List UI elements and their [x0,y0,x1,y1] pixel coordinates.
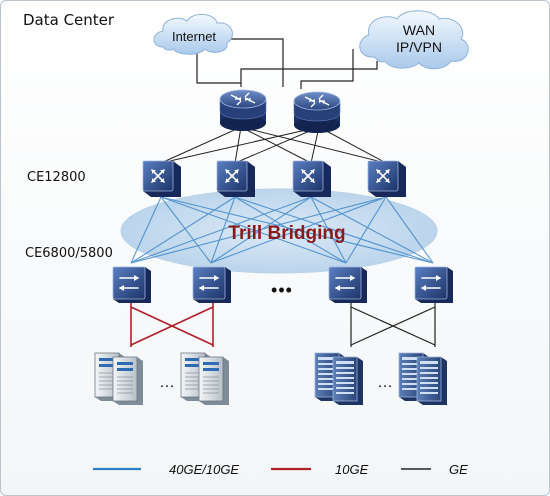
router-icon [219,89,267,132]
router-icon [293,91,341,134]
core-switch-4 [367,160,407,198]
core-switch-2 [216,160,256,198]
core-tier-label: CE12800 [27,170,86,185]
fabric-links [130,196,434,264]
legend-label-10ge: 10GE [335,462,369,477]
diagram-title: Data Center [23,11,115,29]
access-switch-1 [112,266,152,304]
switch-icon [142,160,182,198]
server-icon [332,356,364,406]
server-ellipsis-left: … [159,374,175,391]
wan-label-line1: WAN [403,22,435,38]
switch-icon [112,266,152,304]
trill-bridging-label: Trill Bridging [228,223,345,244]
server-ellipsis-right: … [377,374,393,391]
access-switch-ellipsis: ••• [271,280,293,300]
cloud-icon [359,10,469,70]
router-core-links [160,126,387,164]
legend-label-40ge: 40GE/10GE [169,462,239,477]
wan-label-line2: IP/VPN [396,39,442,55]
trill-bridging-area [120,188,438,274]
server-icon [416,356,448,406]
legend: 40GE/10GE 10GE GE [93,462,468,477]
legend-label-ge: GE [449,462,468,477]
core-switch-3 [292,160,332,198]
access-switch-2 [192,266,232,304]
server-group-right: … [314,352,448,406]
switch-icon [367,160,407,198]
access-tier-label: CE6800/5800 [25,246,113,261]
core-switch-1 [142,160,182,198]
router-2 [293,91,341,134]
switch-icon [414,266,454,304]
10ge-links [130,303,214,347]
server-icon [112,356,144,406]
switch-icon [216,160,256,198]
switch-icon [292,160,332,198]
switch-icon [192,266,232,304]
router-1 [219,89,267,132]
access-switch-3 [328,266,368,304]
wan-links [196,38,378,89]
wan-cloud: WAN IP/VPN [359,10,469,70]
access-switch-4 [414,266,454,304]
switch-icon [328,266,368,304]
server-group-left: … [94,352,230,406]
server-icon [198,356,230,406]
internet-label: Internet [172,29,216,44]
internet-cloud: Internet [153,14,233,55]
cloud-icon [153,14,233,55]
ge-links [350,303,436,347]
